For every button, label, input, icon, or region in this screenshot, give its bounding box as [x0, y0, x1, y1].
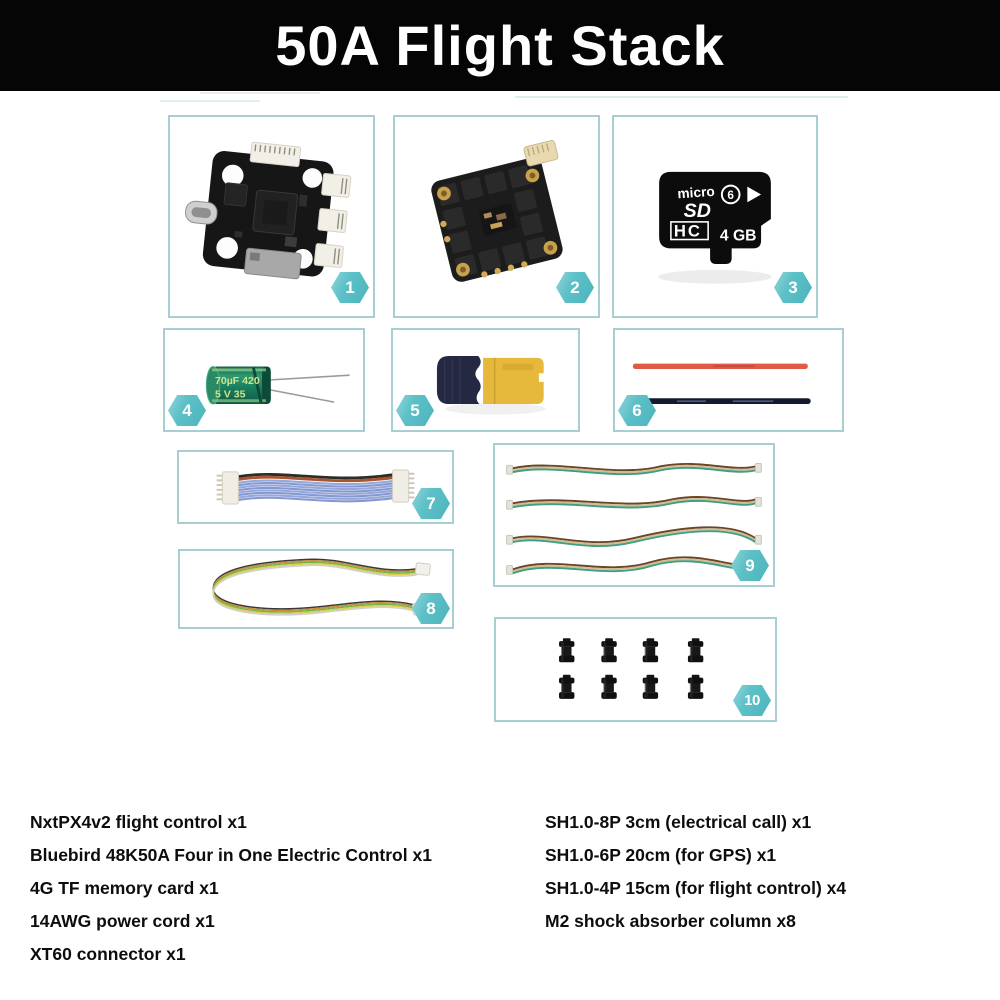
- item-badge-3: 3: [774, 272, 812, 303]
- ribbon-cable-image: [216, 469, 415, 505]
- triangle-mark-icon: [747, 186, 762, 203]
- sd-speed-class: 6: [727, 189, 734, 202]
- capacitor-label-bottom: 5 V 35: [215, 388, 246, 400]
- xt60-connector-image: [436, 355, 546, 415]
- item-box-power-wires: 6: [613, 328, 844, 432]
- parts-list-item: SH1.0-6P 20cm (for GPS) x1: [545, 845, 777, 865]
- power-wires-image: [632, 363, 811, 405]
- item-badge-8: 8: [412, 593, 450, 624]
- parts-list-item: NxtPX4v2 flight control x1: [30, 812, 247, 832]
- esc-board-image: [431, 139, 563, 282]
- item-box-gps-cable: 8: [178, 549, 454, 629]
- parts-list-right: SH1.0-8P 3cm (electrical call) x1 SH1.0-…: [545, 806, 846, 938]
- sh-cables-image: [506, 462, 762, 575]
- parts-list-item: Bluebird 48K50A Four in One Electric Con…: [30, 845, 432, 865]
- parts-list-left: NxtPX4v2 flight control x1 Bluebird 48K5…: [30, 806, 432, 971]
- item-badge-5: 5: [396, 395, 434, 426]
- item-box-xt60: 5: [391, 328, 580, 432]
- parts-list-item: 4G TF memory card x1: [30, 878, 219, 898]
- flight-controller-image: [185, 141, 352, 280]
- sd-capacity: 4 GB: [720, 228, 757, 245]
- item-box-flight-controller: 1: [168, 115, 375, 318]
- header-banner: 50A Flight Stack: [0, 0, 1000, 91]
- item-badge-9: 9: [731, 550, 769, 581]
- sd-brand-hc: HC: [674, 222, 702, 241]
- gps-cable-image: [212, 558, 431, 616]
- item-badge-2: 2: [556, 272, 594, 303]
- item-badge-10: 10: [733, 685, 771, 716]
- item-box-sd-card: micro SD HC 6 4 GB 3: [612, 115, 818, 318]
- shock-absorbers-image: [559, 638, 704, 699]
- item-badge-6: 6: [618, 395, 656, 426]
- capacitor-label-top: 70µF 420: [215, 375, 260, 387]
- page-title: 50A Flight Stack: [275, 14, 725, 77]
- parts-list-item: SH1.0-4P 15cm (for flight control) x4: [545, 878, 847, 898]
- item-box-esc: 2: [393, 115, 600, 318]
- item-box-ribbon-cable: 7: [177, 450, 454, 524]
- parts-list-item: XT60 connector x1: [30, 944, 186, 964]
- item-badge-1: 1: [331, 272, 369, 303]
- parts-list-item: SH1.0-8P 3cm (electrical call) x1: [545, 812, 812, 832]
- crop-artifact-line: [160, 100, 260, 102]
- item-badge-4: 4: [168, 395, 206, 426]
- sd-brand-micro: micro: [677, 184, 715, 202]
- item-box-sh-cables: 9: [493, 443, 775, 587]
- crop-artifact-line: [200, 92, 320, 94]
- sd-brand-sd: SD: [684, 200, 711, 222]
- capacitor-image: 70µF 420 5 V 35: [205, 366, 350, 405]
- item-badge-7: 7: [412, 488, 450, 519]
- parts-list-item: M2 shock absorber column x8: [545, 911, 796, 931]
- sd-card-image: micro SD HC 6 4 GB: [658, 171, 772, 284]
- parts-list-item: 14AWG power cord x1: [30, 911, 215, 931]
- crop-artifact-line: [515, 96, 848, 98]
- item-box-capacitor: 70µF 420 5 V 35 4: [163, 328, 365, 432]
- item-box-shock-absorbers: 10: [494, 617, 777, 722]
